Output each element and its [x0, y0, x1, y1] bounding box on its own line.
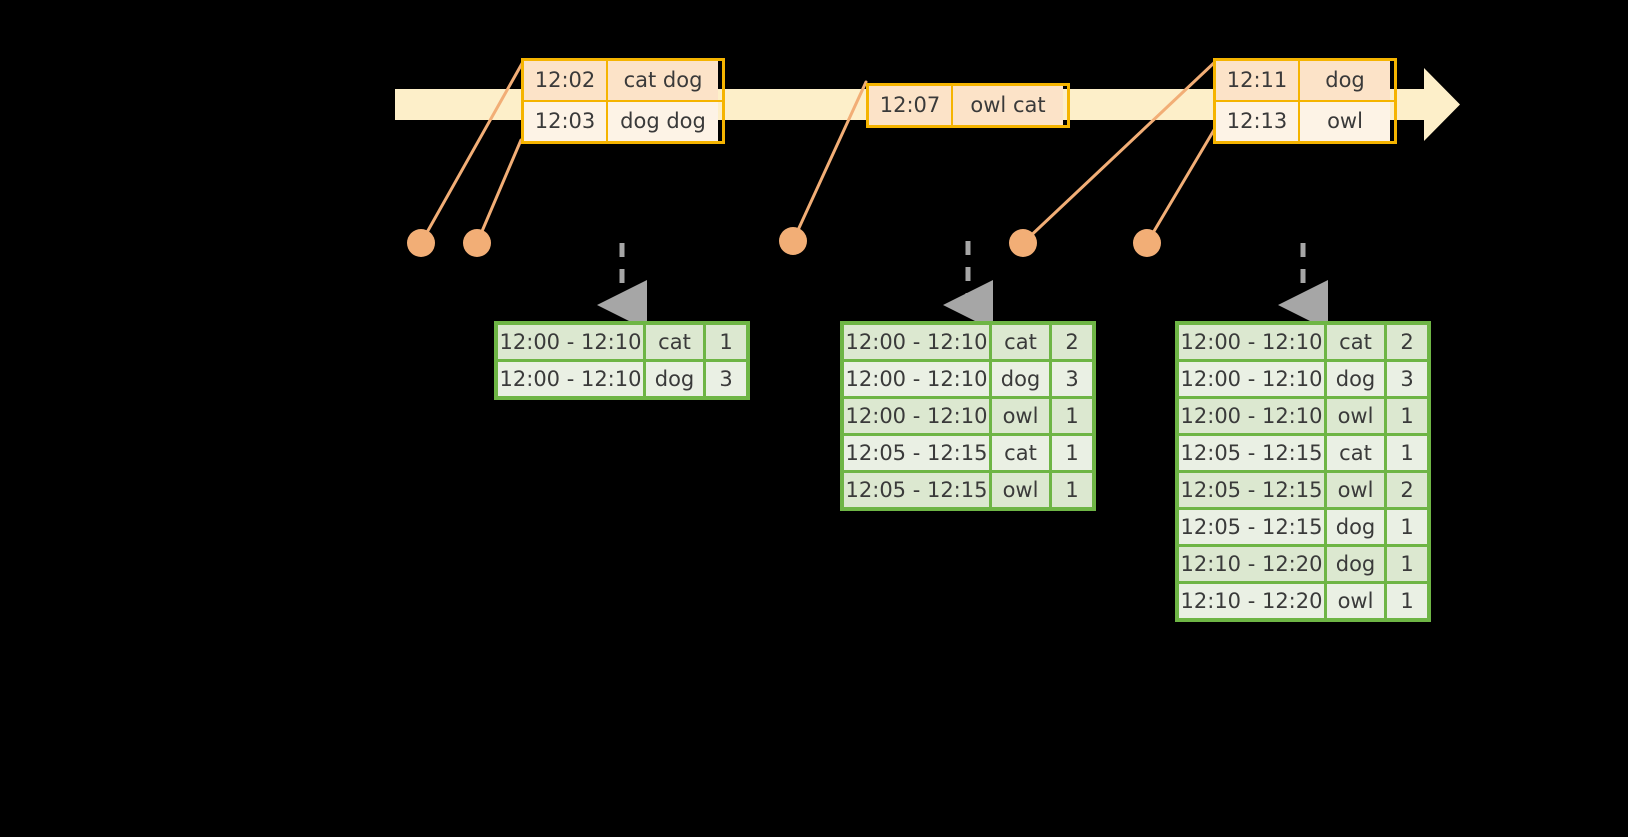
cell-window: 12:05 - 12:15: [844, 436, 992, 470]
cell-count: 1: [1052, 473, 1092, 507]
cell-window: 12:00 - 12:10: [1179, 325, 1327, 359]
cell-count: 1: [1387, 584, 1427, 618]
cell-window: 12:00 - 12:10: [1179, 399, 1327, 433]
event-row: 12:13 owl: [1216, 100, 1394, 141]
event-row: 12:07 owl cat: [869, 86, 1067, 125]
event-time: 12:03: [524, 102, 608, 141]
cell-window: 12:05 - 12:15: [1179, 510, 1327, 544]
event-value: dog dog: [608, 102, 718, 141]
connector-line-5: [1145, 128, 1216, 245]
cell-key: cat: [992, 325, 1052, 359]
cell-count: 1: [706, 325, 746, 359]
cell-count: 1: [1387, 399, 1427, 433]
cell-count: 3: [1387, 362, 1427, 396]
marker-dot-4: [1009, 229, 1037, 257]
event-value: owl cat: [953, 86, 1063, 125]
event-value: dog: [1300, 61, 1390, 100]
connector-line-2: [475, 138, 523, 245]
cell-key: dog: [1327, 547, 1387, 581]
cell-count: 2: [1387, 473, 1427, 507]
cell-key: cat: [646, 325, 706, 359]
cell-key: cat: [992, 436, 1052, 470]
cell-key: owl: [1327, 399, 1387, 433]
marker-dot-1: [407, 229, 435, 257]
cell-key: cat: [1327, 325, 1387, 359]
cell-key: dog: [646, 362, 706, 396]
cell-key: dog: [1327, 362, 1387, 396]
event-row: 12:11 dog: [1216, 61, 1394, 100]
connector-line-3: [791, 80, 868, 243]
cell-count: 2: [1387, 325, 1427, 359]
cell-key: dog: [992, 362, 1052, 396]
event-time: 12:07: [869, 86, 953, 125]
cell-key: dog: [1327, 510, 1387, 544]
cell-key: owl: [1327, 584, 1387, 618]
cell-window: 12:10 - 12:20: [1179, 547, 1327, 581]
cell-count: 1: [1052, 436, 1092, 470]
cell-count: 3: [706, 362, 746, 396]
cell-key: owl: [1327, 473, 1387, 507]
marker-dot-2: [463, 229, 491, 257]
cell-count: 1: [1052, 399, 1092, 433]
event-time: 12:11: [1216, 61, 1300, 100]
cell-count: 1: [1387, 436, 1427, 470]
cell-count: 3: [1052, 362, 1092, 396]
cell-window: 12:00 - 12:10: [498, 325, 646, 359]
event-time: 12:13: [1216, 102, 1300, 141]
cell-window: 12:00 - 12:10: [498, 362, 646, 396]
event-value: cat dog: [608, 61, 718, 100]
cell-key: cat: [1327, 436, 1387, 470]
marker-dot-3: [779, 227, 807, 255]
connector-line-1: [419, 58, 526, 245]
event-box-3[interactable]: 12:11 dog 12:13 owl: [1213, 58, 1397, 144]
cell-key: owl: [992, 473, 1052, 507]
emit-arrows: [597, 241, 1328, 330]
marker-dot-5: [1133, 229, 1161, 257]
event-value: owl: [1300, 102, 1390, 141]
cell-count: 1: [1387, 510, 1427, 544]
cell-key: owl: [992, 399, 1052, 433]
event-box-1[interactable]: 12:02 cat dog 12:03 dog dog: [521, 58, 725, 144]
cell-window: 12:05 - 12:15: [844, 473, 992, 507]
event-markers: [407, 227, 1161, 257]
cell-window: 12:05 - 12:15: [1179, 436, 1327, 470]
cell-window: 12:00 - 12:10: [844, 325, 992, 359]
cell-window: 12:00 - 12:10: [1179, 362, 1327, 396]
cell-window: 12:05 - 12:15: [1179, 473, 1327, 507]
cell-count: 1: [1387, 547, 1427, 581]
event-row: 12:02 cat dog: [524, 61, 722, 100]
event-time: 12:02: [524, 61, 608, 100]
cell-count: 2: [1052, 325, 1092, 359]
cell-window: 12:00 - 12:10: [844, 399, 992, 433]
cell-window: 12:00 - 12:10: [844, 362, 992, 396]
event-box-2[interactable]: 12:07 owl cat: [866, 83, 1070, 128]
cell-window: 12:10 - 12:20: [1179, 584, 1327, 618]
event-row: 12:03 dog dog: [524, 100, 722, 141]
